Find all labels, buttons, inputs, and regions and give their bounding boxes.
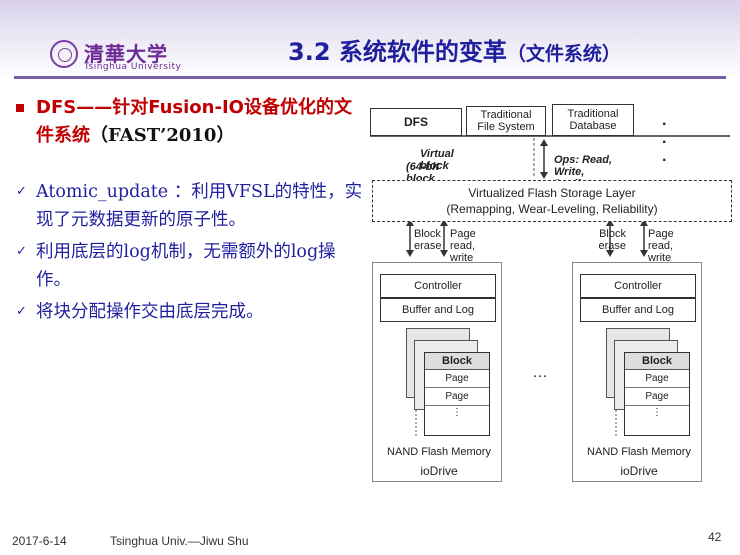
left-block-erase-label: Block erase — [414, 228, 442, 252]
controller-box-right: Controller — [580, 274, 696, 298]
vfsl-title: Virtualized Flash Storage Layer — [468, 186, 636, 200]
header-banner — [0, 0, 740, 80]
header-divider — [14, 76, 726, 79]
dfs-box: DFS — [370, 108, 462, 136]
checkmark-icon: ✓ — [16, 244, 27, 259]
page-number: 42 — [708, 530, 722, 544]
more-apps-ellipsis: · · · — [662, 116, 670, 169]
iodrive-right — [572, 262, 702, 482]
traditional-fs-box: Traditional File System — [466, 106, 546, 136]
vfsl-box: Virtualized Flash Storage Layer (Remappi… — [372, 180, 732, 222]
vfsl-subtitle: (Remapping, Wear-Leveling, Reliability) — [446, 202, 658, 216]
logo-text-english: Tsinghua University — [84, 62, 182, 72]
iodrive-label-left: ioDrive — [420, 464, 458, 478]
sub-bullet-text: 将块分配操作交由底层完成。 — [36, 302, 264, 322]
page-ellipsis-left: ⋮ — [452, 407, 462, 418]
footer-author: Tsinghua Univ.—Jiwu Shu — [110, 534, 249, 548]
page-row-left: Page — [425, 370, 489, 388]
controller-box-left: Controller — [380, 274, 496, 298]
block-header-left: Block — [425, 353, 489, 370]
slide-title-main: 3.2 系统软件的变革 — [288, 38, 507, 66]
iodrive-label-right: ioDrive — [620, 464, 658, 478]
page-row-right: Page — [625, 388, 689, 406]
sub-bullet-text: 利用底层的log机制，无需额外的log操作。 — [36, 242, 336, 290]
checkmark-icon: ✓ — [16, 184, 27, 199]
block-header-right: Block — [625, 353, 689, 370]
right-page-rw-label: Page read, write — [648, 228, 674, 264]
traditional-db-box: Traditional Database — [552, 104, 634, 136]
right-block-erase-label: Block erase — [598, 228, 626, 252]
nand-label-left: NAND Flash Memory — [387, 446, 491, 458]
sub-bullet-list: ✓ Atomic_update ：利用VFSL的特性，实现了元数据更新的原子性。… — [14, 178, 366, 326]
left-page-rw-label: Page read, write — [450, 228, 476, 264]
virtual-block-label: Virtual block — [420, 148, 454, 172]
main-bullet: DFS——针对Fusion-IO设备优化的文件系统（FAST’2010） — [14, 94, 366, 150]
block-front-right: Block Page Page ⋮ — [624, 352, 690, 436]
more-devices-ellipsis: … — [532, 364, 548, 381]
sub-bullet-text: Atomic_update ：利用VFSL的特性，实现了元数据更新的原子性。 — [36, 182, 363, 230]
block-front-left: Block Page Page ⋮ — [424, 352, 490, 436]
footer-date: 2017-6-14 — [12, 534, 67, 548]
main-bullet-reference: （FAST’2010） — [90, 125, 235, 146]
buffer-log-box-left: Buffer and Log — [380, 298, 496, 322]
sub-bullet-item: ✓ 利用底层的log机制，无需额外的log操作。 — [14, 238, 366, 294]
main-bullet-text: DFS——针对Fusion-IO设备优化的文件系统 — [36, 97, 352, 146]
page-row-left: Page — [425, 388, 489, 406]
bullet-square-icon — [16, 104, 24, 112]
slide-title-sub: （文件系统） — [506, 43, 621, 65]
university-seal-icon — [50, 40, 78, 68]
buffer-log-box-right: Buffer and Log — [580, 298, 696, 322]
page-row-right: Page — [625, 370, 689, 388]
sub-bullet-item: ✓ 将块分配操作交由底层完成。 — [14, 298, 366, 326]
bullet-list: DFS——针对Fusion-IO设备优化的文件系统（FAST’2010） ✓ A… — [14, 94, 366, 330]
nand-label-right: NAND Flash Memory — [587, 446, 691, 458]
sub-bullet-item: ✓ Atomic_update ：利用VFSL的特性，实现了元数据更新的原子性。 — [14, 178, 366, 234]
slide-title: 3.2 系统软件的变革（文件系统） — [288, 32, 621, 67]
page-ellipsis-right: ⋮ — [652, 407, 662, 418]
checkmark-icon: ✓ — [16, 304, 27, 319]
logo-text-chinese: 清華大学 — [84, 42, 168, 66]
iodrive-left — [372, 262, 502, 482]
